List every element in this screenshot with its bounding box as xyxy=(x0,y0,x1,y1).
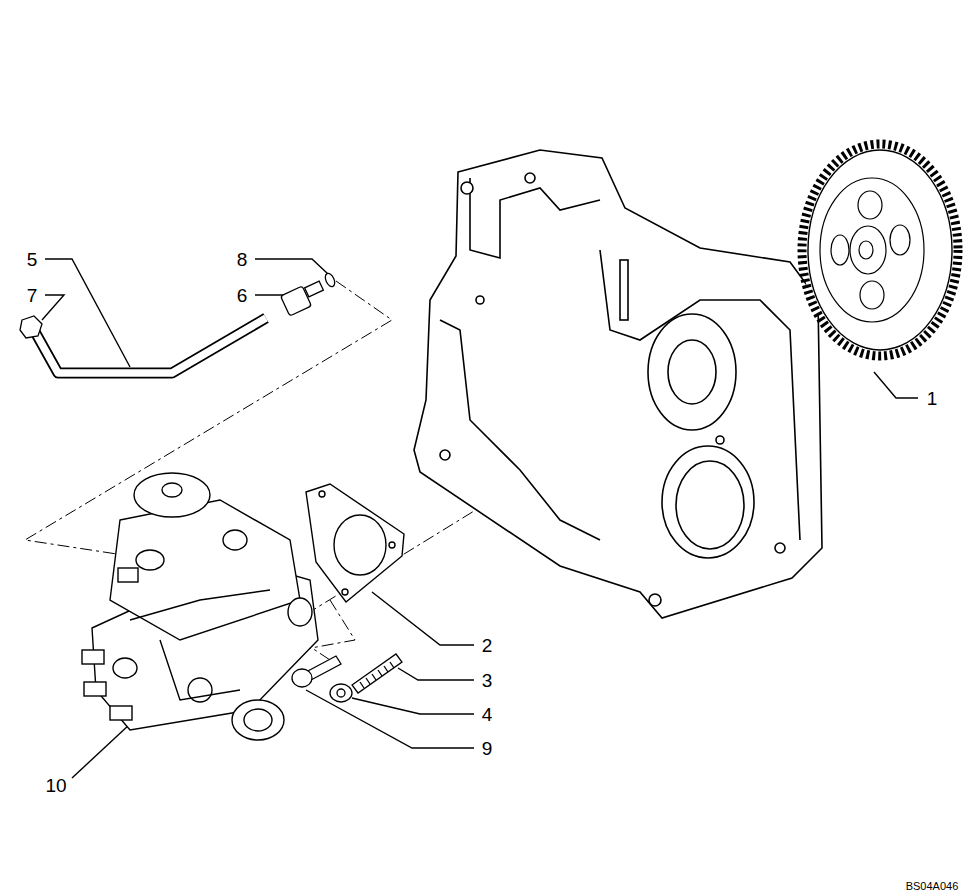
nut xyxy=(330,684,352,702)
gear-bore xyxy=(859,241,873,259)
pump-boss xyxy=(232,700,284,740)
bore xyxy=(648,314,736,430)
nut-bore xyxy=(337,689,345,697)
gear-window xyxy=(890,225,910,255)
pump-edge xyxy=(130,590,270,620)
leader-line xyxy=(72,724,130,778)
gasket-hole xyxy=(389,542,395,548)
leader-line xyxy=(398,668,474,680)
hole xyxy=(775,543,785,553)
valve xyxy=(136,550,164,570)
housing-rib xyxy=(470,178,600,258)
slot xyxy=(620,260,628,320)
callout-number: 8 xyxy=(236,250,249,269)
thread xyxy=(360,662,394,688)
leader-line xyxy=(352,698,474,714)
gear-rim xyxy=(808,150,952,350)
leader-line xyxy=(874,372,918,398)
pump-gear xyxy=(802,144,958,356)
callout-number: 3 xyxy=(481,671,494,690)
callout-number: 5 xyxy=(26,250,39,269)
gasket xyxy=(306,484,404,602)
pipe xyxy=(34,318,266,373)
gasket-plate xyxy=(306,484,404,602)
outlet xyxy=(118,568,138,582)
outlet xyxy=(82,650,104,664)
callout-number: 1 xyxy=(926,389,939,408)
callout-number: 9 xyxy=(481,739,494,758)
leader-line xyxy=(42,295,64,320)
gasket-hole xyxy=(334,515,386,575)
pump-edge xyxy=(160,640,240,700)
callout-number: 6 xyxy=(236,286,249,305)
leader-line xyxy=(306,690,474,748)
washer xyxy=(323,272,336,288)
gear-web xyxy=(820,178,924,322)
bore xyxy=(662,446,754,558)
leader-line xyxy=(45,259,130,367)
pump-head xyxy=(110,500,300,640)
gear-window xyxy=(858,191,882,219)
hole xyxy=(440,450,450,460)
bolt-head xyxy=(292,669,312,687)
connector-thread xyxy=(305,281,324,297)
banjo-bolt xyxy=(20,316,42,338)
gear-hub xyxy=(850,226,886,274)
outlet xyxy=(110,706,132,720)
leader-line xyxy=(372,592,474,645)
stud xyxy=(352,654,402,693)
pump-flange xyxy=(288,598,312,626)
hole xyxy=(716,436,724,444)
outlet-nut xyxy=(113,658,137,678)
fittings xyxy=(20,272,337,338)
gear-teeth xyxy=(802,144,958,356)
hole xyxy=(476,296,484,304)
governor xyxy=(134,473,210,517)
timing-housing xyxy=(414,150,822,618)
bore xyxy=(676,461,744,549)
callout-number: 10 xyxy=(44,776,67,795)
gear-window xyxy=(831,235,849,265)
housing-rib xyxy=(440,320,600,540)
hole xyxy=(525,173,535,183)
callout-number: 2 xyxy=(481,636,494,655)
pipe-fill xyxy=(34,318,266,373)
leader-line xyxy=(255,259,328,274)
lever xyxy=(223,530,247,550)
callout-number: 7 xyxy=(26,286,39,305)
gear-window xyxy=(860,281,884,309)
injection-pump xyxy=(82,473,318,740)
governor-cap xyxy=(162,483,182,497)
housing-outline xyxy=(414,150,822,618)
pump-boss xyxy=(244,709,272,731)
drawing-code: BS04A046 xyxy=(905,881,960,892)
callout-number: 4 xyxy=(481,705,494,724)
hole xyxy=(461,182,473,194)
fasteners xyxy=(292,654,402,702)
hole xyxy=(649,594,661,606)
pipe-outline xyxy=(34,318,266,373)
bore xyxy=(668,340,716,404)
gasket-hole xyxy=(319,491,325,497)
gasket-hole xyxy=(342,589,348,595)
outlet xyxy=(84,682,106,696)
